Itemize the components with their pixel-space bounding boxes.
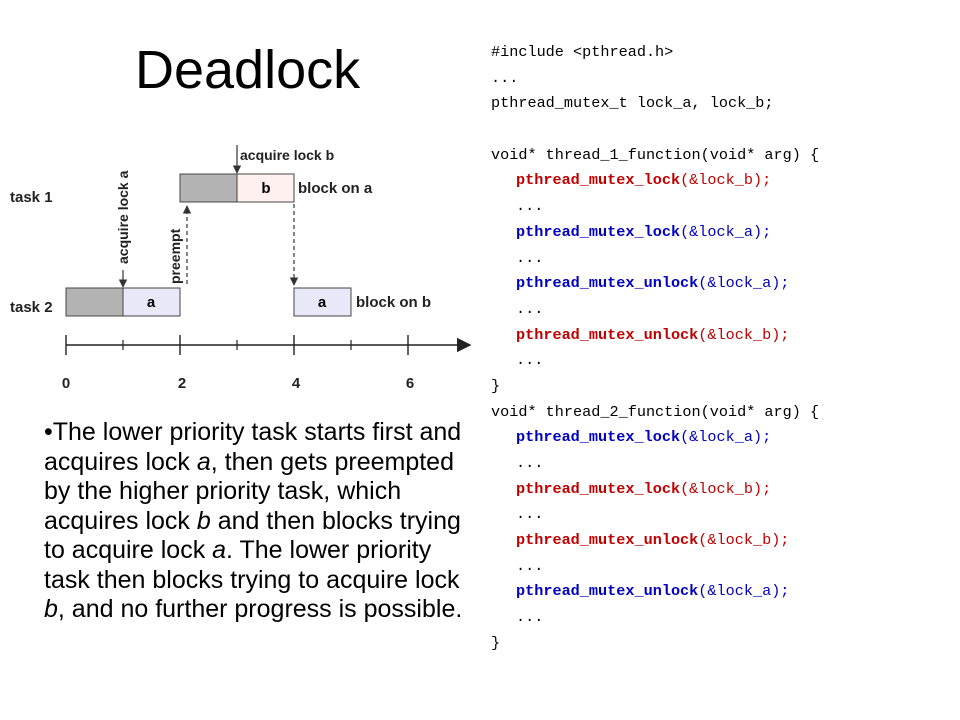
bullet-text-segment: a [212,536,227,564]
mutex-call-name: pthread_mutex_unlock [516,531,699,550]
code-listing: #include <pthread.h>... pthread_mutex_t l… [491,40,819,657]
acquire-b-label: acquire lock b [240,147,334,163]
code-line: pthread_mutex_t lock_a, lock_b; [491,94,774,113]
mutex-call-name: pthread_mutex_lock [516,171,681,190]
task2-run-gray [65,287,124,317]
task2-holding-a [122,287,181,317]
row-label-task2: task 2 [10,299,53,316]
code-line: pthread_mutex_lock(&lock_a); [491,220,819,246]
code-line: #include <pthread.h> [491,43,674,61]
code-line: void* thread_2_function(void* arg) { [491,402,820,421]
mutex-call-args: (&lock_b); [698,325,790,344]
deadlock-timeline-diagram: task 1 task 2 a b a acquire lock a preem… [10,145,472,392]
code-line: ... [516,351,544,370]
code-line: ... [491,68,519,87]
mutex-call-name: pthread_mutex_unlock [516,582,699,601]
code-line: } [491,376,501,395]
tick-label-4: 4 [292,375,301,392]
code-line: pthread_mutex_unlock(&lock_b); [491,528,819,554]
mutex-call-args: (&lock_b); [698,531,790,550]
explanation-bullet: •The lower priority task starts first an… [44,418,469,625]
code-line: ... [516,556,544,575]
box-a2-label: a [318,294,327,311]
task1-holding-b [236,173,295,203]
tick-label-6: 6 [406,375,414,392]
code-line: pthread_mutex_unlock(&lock_a); [491,579,819,605]
task2-resume-a [293,287,352,317]
code-line: ... [516,248,544,267]
bullet-text-segment: and then blocks trying to acquire lock [44,506,461,565]
block-b-label: block on b [356,294,431,311]
bullet-text-segment: •The lower priority task starts first an… [44,418,462,476]
mutex-call-args: (&lock_a); [698,582,790,601]
code-line: pthread_mutex_lock(&lock_a); [491,425,819,451]
code-line: ... [516,454,544,472]
code-line: } [491,633,501,652]
mutex-call-args: (&lock_a); [680,222,772,241]
bullet-text-segment: a [196,447,211,476]
mutex-call-name: pthread_mutex_unlock [516,325,699,344]
mutex-call-args: (&lock_a); [680,428,772,447]
code-line: void* thread_1_function(void* arg) { [491,145,820,164]
row-label-task1: task 1 [10,189,53,206]
bullet-text-segment: , and no further progress is possible. [57,595,463,623]
box-b-label: b [261,180,270,197]
code-line: pthread_mutex_lock(&lock_b); [491,477,819,503]
bullet-text-segment: b [44,595,58,623]
mutex-call-args: (&lock_b); [680,171,772,190]
tick-label-0: 0 [62,375,70,392]
mutex-call-name: pthread_mutex_lock [516,222,681,241]
bullet-text-segment: , then gets preempted by the higher prio… [44,447,454,535]
code-line: ... [516,505,544,524]
mutex-call-name: pthread_mutex_lock [516,428,681,447]
tick-label-2: 2 [178,375,186,392]
code-line: pthread_mutex_unlock(&lock_a); [491,271,819,297]
block-a-label: block on a [298,180,373,197]
task1-run-gray [179,173,238,203]
mutex-call-args: (&lock_b); [680,479,772,498]
bullet-text-segment: . The lower priority task then blocks tr… [44,536,460,594]
code-line: pthread_mutex_lock(&lock_b); [491,168,819,194]
acquire-a-label: acquire lock a [115,170,131,264]
code-line [491,117,819,143]
mutex-call-args: (&lock_a); [698,274,790,293]
box-a1-label: a [147,294,156,311]
slide-title: Deadlock [135,40,361,100]
mutex-call-name: pthread_mutex_lock [516,479,681,498]
code-line: ... [516,197,544,216]
code-line: pthread_mutex_unlock(&lock_b); [491,323,819,349]
bullet-text-segment: b [196,506,211,535]
mutex-call-name: pthread_mutex_unlock [516,274,699,293]
code-line: ... [516,608,544,627]
preempt-label: preempt [167,228,183,284]
code-line: ... [516,299,544,318]
